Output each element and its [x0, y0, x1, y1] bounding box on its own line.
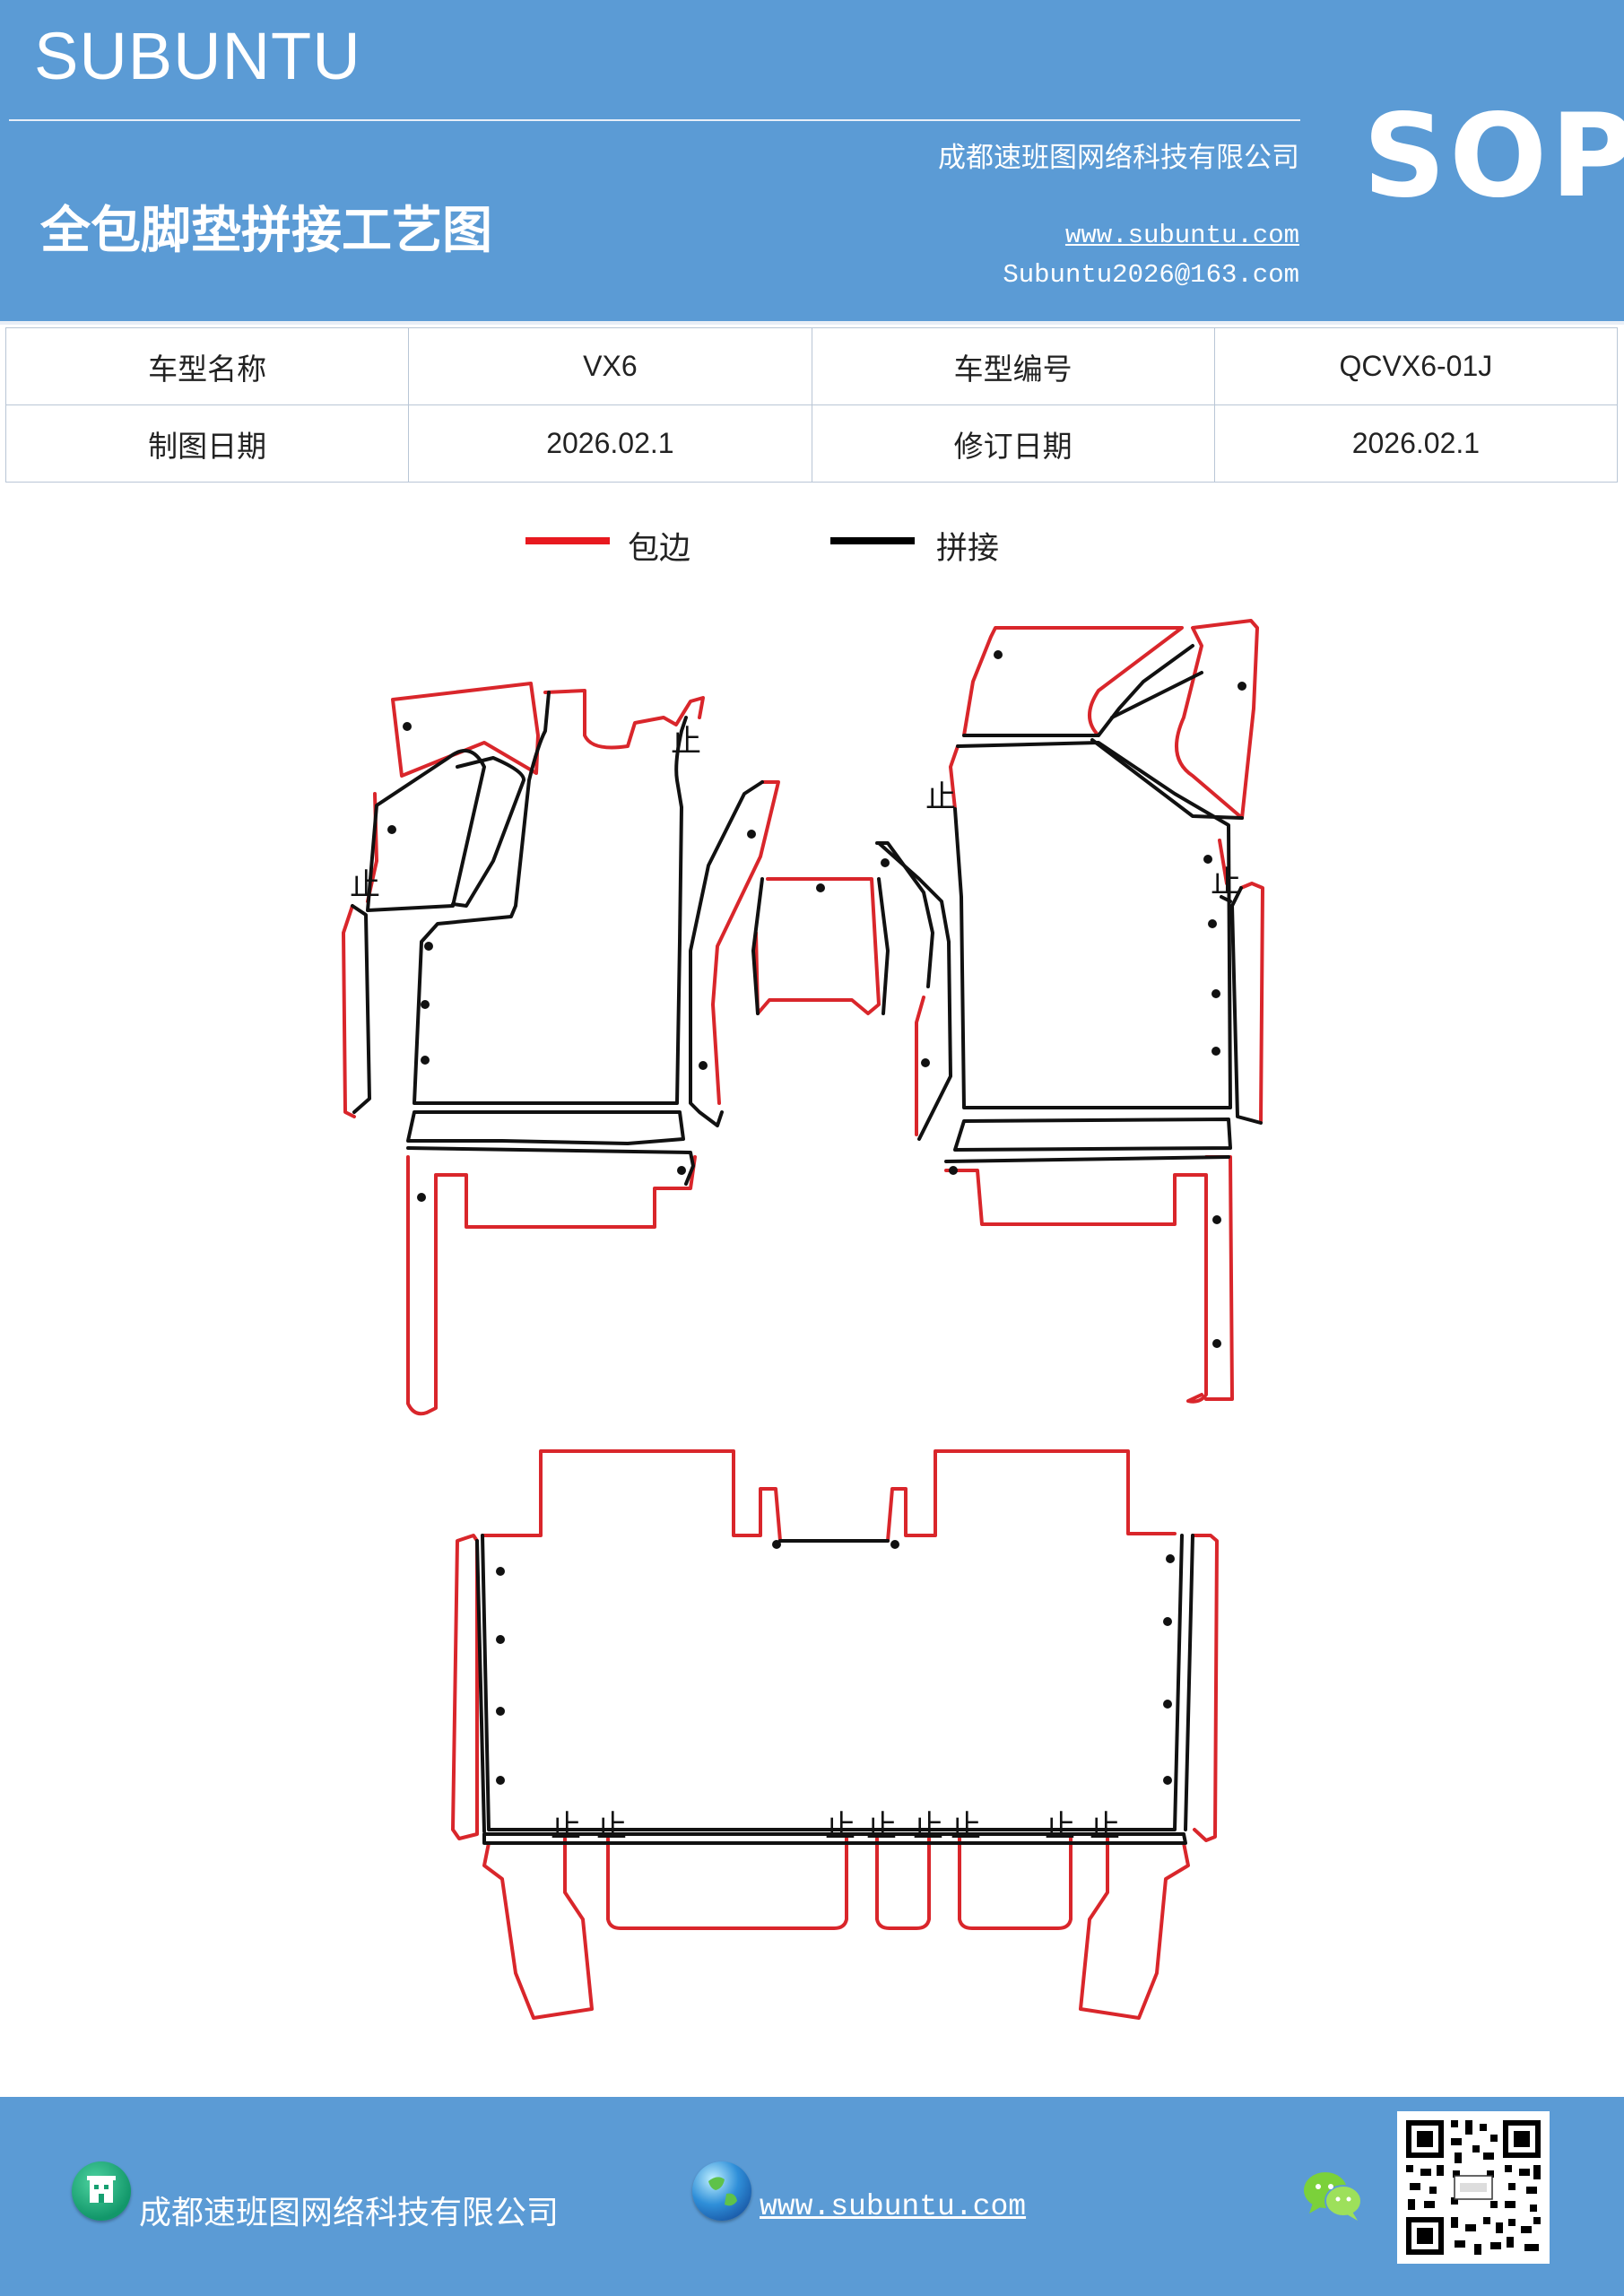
stop-mark: 止: [925, 779, 956, 815]
stop-mark: 止: [1090, 1809, 1120, 1845]
stop-mark: 止: [951, 1809, 981, 1845]
stop-mark: 止: [1211, 865, 1241, 900]
stop-mark: 止: [671, 724, 701, 760]
header-company: 成都速班图网络科技有限公司: [938, 142, 1299, 174]
legend-label: 拼接: [936, 531, 1000, 567]
table-row: 制图日期 2026.02.1 修订日期 2026.02.1: [4, 404, 1619, 483]
stop-marks: 止 止 止 止 止 止 止 止 止 止 止 止: [350, 724, 1241, 1845]
qr-code[interactable]: [1397, 2111, 1550, 2264]
globe-icon: [692, 2161, 751, 2221]
header-email-link[interactable]: Subuntu2026@163.com: [1003, 260, 1299, 290]
stop-mark: 止: [551, 1809, 581, 1845]
stop-mark: 止: [825, 1809, 855, 1845]
stop-mark: 止: [350, 867, 380, 903]
header-divider: [9, 119, 1300, 121]
info-table: 车型名称 VX6 车型编号 QCVX6-01J 制图日期 2026.02.1 修…: [4, 327, 1619, 483]
table-cell: 修订日期: [811, 404, 1215, 483]
wechat-icon[interactable]: [1302, 2167, 1365, 2224]
building-icon: [72, 2161, 131, 2221]
table-cell: 制图日期: [4, 404, 410, 483]
footer-company: 成都速班图网络科技有限公司: [139, 2195, 560, 2231]
brand-logo: SUBUNTU: [34, 19, 361, 93]
header-website-link[interactable]: www.subuntu.com: [1064, 221, 1299, 250]
header-banner: SUBUNTU 成都速班图网络科技有限公司 全包脚垫拼接工艺图 www.subu…: [0, 0, 1624, 325]
seam-lines: [351, 644, 1263, 1845]
table-cell: QCVX6-01J: [1213, 327, 1619, 405]
legend-swatch-red: [525, 537, 610, 544]
page-title: 全包脚垫拼接工艺图: [40, 201, 492, 260]
table-cell: 2026.02.1: [408, 404, 812, 483]
edge-lines: [342, 619, 1264, 2020]
footer-bar: 成都速班图网络科技有限公司 www.subuntu.com: [0, 2097, 1624, 2296]
stop-mark: 止: [1045, 1809, 1075, 1845]
stop-mark: 止: [596, 1809, 627, 1845]
legend-label: 包边: [628, 531, 691, 567]
mat-splicing-diagram: 止 止 止 止 止 止 止 止 止 止 止 止: [342, 619, 1264, 2020]
stop-mark: 止: [866, 1809, 897, 1845]
footer-website-link[interactable]: www.subuntu.com: [760, 2190, 1027, 2223]
table-cell: 2026.02.1: [1213, 404, 1619, 483]
fastener-dots: [387, 650, 1246, 1785]
table-cell: 车型编号: [811, 327, 1215, 405]
table-cell: 车型名称: [4, 327, 410, 405]
stop-mark: 止: [913, 1809, 943, 1845]
legend-swatch-black: [830, 537, 915, 544]
table-row: 车型名称 VX6 车型编号 QCVX6-01J: [4, 327, 1619, 405]
sop-badge: SOP: [1363, 90, 1624, 223]
table-cell: VX6: [408, 327, 812, 405]
